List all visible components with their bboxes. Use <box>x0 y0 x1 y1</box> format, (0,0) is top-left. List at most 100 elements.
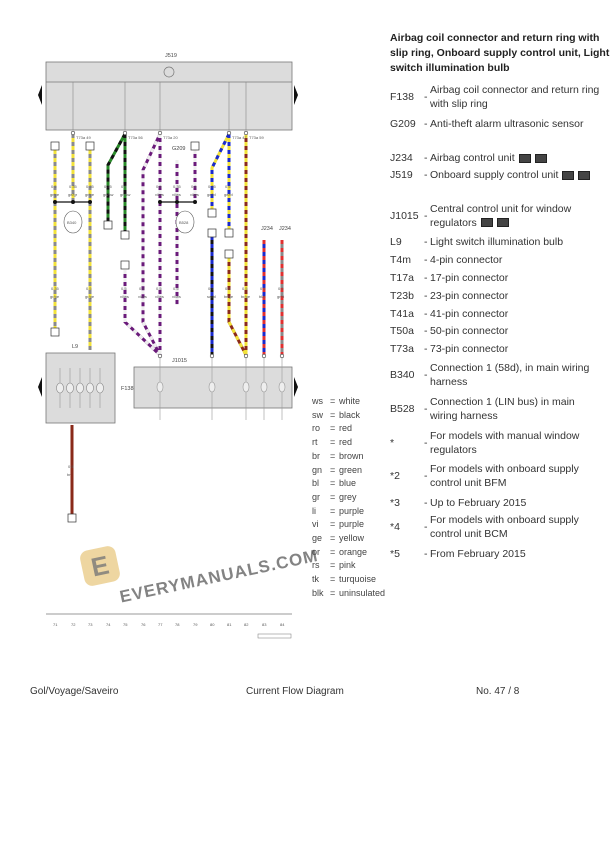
component-item: *4-For models with onboard supply contro… <box>390 514 579 540</box>
page-prev-arrow-icon[interactable] <box>38 377 42 397</box>
component-code: J1015 <box>390 209 419 222</box>
legend-code: vi <box>312 519 319 530</box>
legend-row: br=brown <box>312 450 385 464</box>
component-code: * <box>390 436 395 449</box>
component-item: J1015-Central control unit for window re… <box>390 203 572 229</box>
component-description: Light switch illumination bulb <box>430 236 564 248</box>
component-item: *-For models with manual window regulato… <box>390 430 580 456</box>
component-item: L9-Light switch illumination bulb <box>390 236 564 248</box>
component-code: *4 <box>390 520 400 533</box>
wire-color-label: gr/ge <box>50 192 60 197</box>
junction-b528: B528 <box>158 200 197 234</box>
legend-code: sw <box>312 409 323 420</box>
svg-text:F138: F138 <box>121 386 134 392</box>
wire-gauge-label: 0.5 <box>121 286 127 291</box>
connector-box <box>50 141 60 151</box>
legend-code: ge <box>312 533 323 544</box>
component-item: T73a-73-pin connector <box>390 343 509 355</box>
bulb-icon <box>56 382 64 394</box>
legend-code: ro <box>312 423 321 434</box>
footer-model: Gol/Voyage/Saveiro <box>30 686 119 697</box>
legend-row: blk=uninsulated <box>312 587 385 601</box>
connector-box <box>207 228 217 238</box>
bulb-icon <box>76 382 84 394</box>
contact-icon <box>278 381 286 393</box>
wire-color-label: vi/ws <box>155 192 164 197</box>
component-code: T73a <box>390 343 414 355</box>
component-description: 4-pin connector <box>430 254 503 266</box>
component-item: J519-Onboard supply control unit <box>390 169 605 183</box>
legend-color: grey <box>339 491 357 502</box>
connector-box <box>103 220 113 230</box>
wire-vi-ws <box>123 270 162 357</box>
legend-code: gn <box>312 464 323 475</box>
grid-number: 76 <box>141 622 146 627</box>
component-item: G209-Anti-theft alarm ultrasonic sensor <box>390 118 584 130</box>
wire-color-label: vi/ws <box>190 192 199 197</box>
legend-color: pink <box>339 560 356 571</box>
svg-text:B340: B340 <box>67 220 77 225</box>
page-next-arrow-icon[interactable] <box>294 85 298 105</box>
component-description: 17-pin connector <box>430 272 509 284</box>
component-code: T17a <box>390 272 414 284</box>
legend-row: sw=black <box>312 409 385 423</box>
component-item: B528-Connection 1 (LIN bus) in main wiri… <box>390 396 575 422</box>
wiring-diagram: J519 0.5gr/ge0.35ge/gr0.35gr/ge0.35gn/sw… <box>38 53 298 639</box>
footer-page-number: No. 47 / 8 <box>476 686 520 697</box>
contact-icon <box>260 381 268 393</box>
component-description: For models with onboard supply control u… <box>430 514 579 540</box>
component-item: T23b-23-pin connector <box>390 290 509 302</box>
control-unit-location-icon <box>578 170 591 180</box>
f138-coil-connector: F138 J1015 <box>121 353 293 420</box>
legend-color: purple <box>339 505 365 516</box>
wire-gauge-label: 0.5 <box>156 184 162 189</box>
wire-gauge-label: 0.35 <box>104 184 113 189</box>
page-prev-arrow-icon[interactable] <box>38 85 42 105</box>
page-title: Airbag coil connector and return ring wi… <box>390 32 610 74</box>
component-description: Anti-theft alarm ultrasonic sensor <box>430 118 584 130</box>
legend-row: rs=pink <box>312 559 385 573</box>
wire-color-label: br/ge <box>224 294 234 299</box>
legend-row: bl=blue <box>312 477 385 491</box>
connector-box <box>67 513 77 523</box>
legend-row: ro=red <box>312 422 385 436</box>
legend-row: li=purple <box>312 505 385 519</box>
connector-box <box>224 249 234 259</box>
component-code: F138 <box>390 90 414 103</box>
connector-box <box>207 208 217 218</box>
component-description: 41-pin connector <box>430 308 509 320</box>
component-description: For models with onboard supply control u… <box>430 463 579 489</box>
wire-gauge-label: 0.35 <box>69 184 78 189</box>
wire-gauge-label: 0.5 <box>121 184 127 189</box>
control-unit-location-icon <box>534 153 547 163</box>
connector-box <box>85 141 95 151</box>
component-code: T41a <box>390 308 414 320</box>
grid-number: 77 <box>158 622 163 627</box>
j234-label: J234 <box>279 226 291 232</box>
grid-number: 79 <box>193 622 198 627</box>
wire-gn-sw <box>106 133 127 222</box>
page-next-arrow-icon[interactable] <box>294 377 298 397</box>
component-item: *3-Up to February 2015 <box>390 497 527 509</box>
bulb-icon <box>96 382 104 394</box>
connector-box <box>190 141 200 151</box>
component-code: T50a <box>390 325 414 337</box>
wire-color-label: ge/bl <box>207 192 216 197</box>
pin-label: T73a 47 <box>232 135 247 140</box>
component-code: B528 <box>390 402 415 415</box>
pin-label: T73a 20 <box>163 135 178 140</box>
grid-number: 82 <box>244 622 249 627</box>
legend-color: blue <box>339 478 357 489</box>
component-description: 50-pin connector <box>430 325 509 337</box>
g209-label: G209 <box>172 146 185 152</box>
component-item: T17a-17-pin connector <box>390 272 509 284</box>
contact-icon <box>156 381 164 393</box>
component-code: J234 <box>390 152 413 164</box>
component-code: *2 <box>390 469 400 482</box>
wire-color-label: br/ge <box>241 294 251 299</box>
grid-number: 78 <box>175 622 180 627</box>
legend-color: black <box>339 409 361 420</box>
wire-vi-ws <box>141 133 162 356</box>
wire-gauge-label: 0.5 <box>51 184 57 189</box>
wire-gauge-label: 0.5 <box>139 286 145 291</box>
